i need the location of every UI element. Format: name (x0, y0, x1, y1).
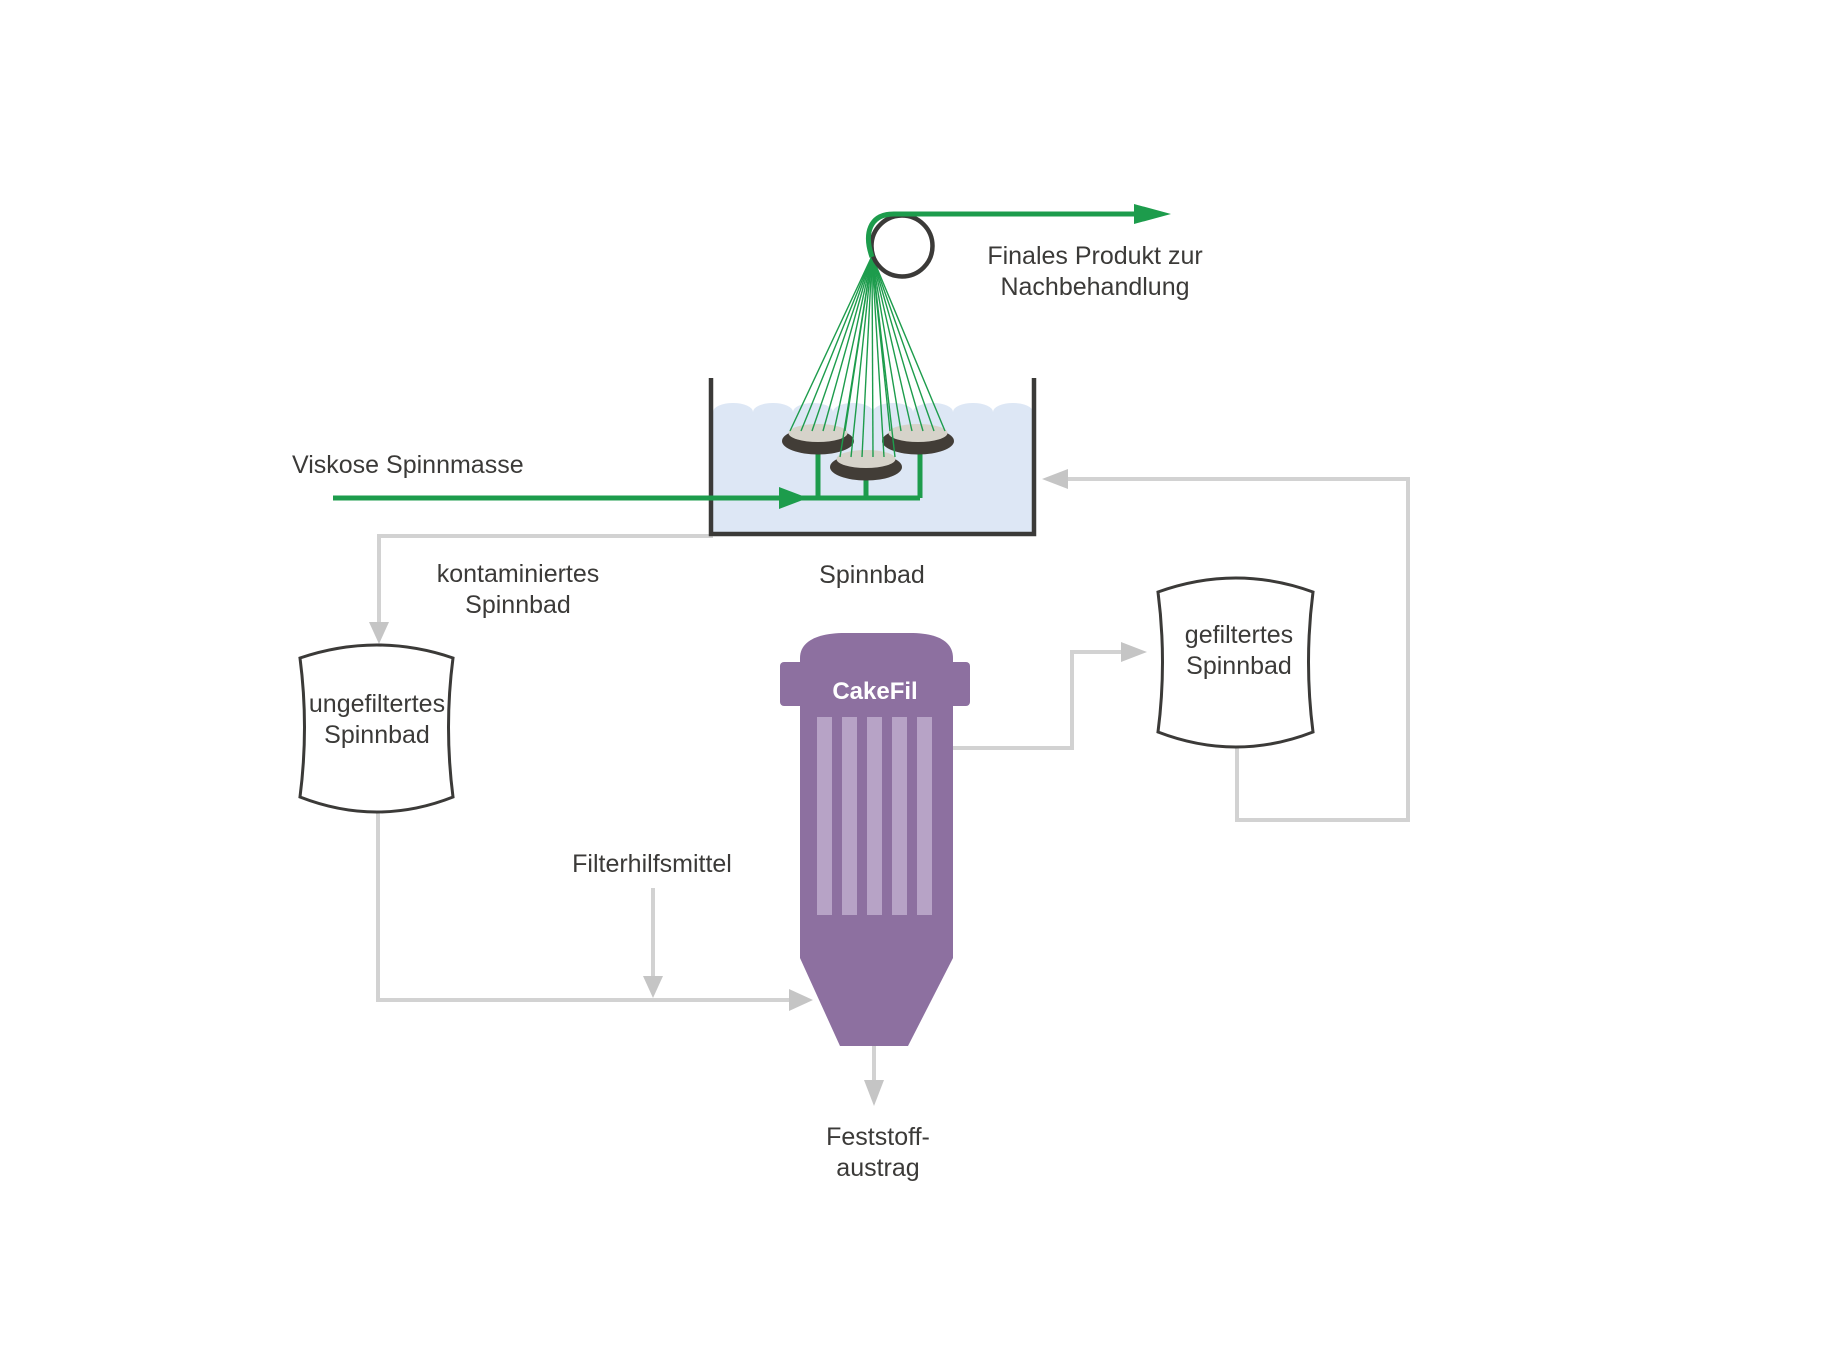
unfiltered-container (298, 643, 455, 814)
filtered-bath-label: gefiltertes Spinnbad (1184, 621, 1294, 680)
return-loop-arrowhead (1042, 469, 1068, 489)
unfiltered-feed-line (376, 813, 790, 1002)
final-product-line (866, 211, 1134, 258)
return-loop-arrow (1042, 469, 1410, 822)
filtered-container (1156, 576, 1315, 749)
contaminated-bath-label: kontaminiertes Spinnbad (436, 560, 600, 619)
filter-outlet-line (953, 650, 1122, 750)
spinneret-left (782, 424, 854, 455)
spinneret-face (788, 424, 848, 442)
unfiltered-feed-arrowhead (789, 989, 813, 1011)
final-product-arrow (866, 204, 1171, 258)
filter-candles (817, 717, 932, 915)
viscose-feed-arrowhead (779, 487, 808, 509)
spinneret-face (836, 450, 896, 468)
unfiltered-to-filter-arrow (376, 813, 813, 1011)
solids-discharge-arrowhead (864, 1080, 884, 1106)
final-product-label: Finales Produkt zur Nachbehandlung (987, 242, 1203, 301)
return-loop-line (1050, 477, 1410, 822)
viscose-feed-label: Viskose Spinnmasse (292, 451, 524, 479)
solids-discharge-arrow (864, 1046, 884, 1106)
spinneret-manifold (800, 447, 923, 501)
godet-roller (869, 213, 935, 279)
filter-outlet-arrowhead (1121, 642, 1147, 662)
filter-aid-label: Filterhilfsmittel (572, 850, 732, 878)
vessel-flange (780, 662, 970, 706)
filament-fan (789, 255, 946, 458)
filter-aid-arrowhead (643, 976, 663, 998)
contaminated-line-arrow (369, 534, 713, 644)
contaminated-line (377, 534, 713, 624)
unfiltered-bath-label: ungefiltertes Spinnbad (308, 690, 446, 749)
cakefil-label: CakeFil (832, 678, 918, 705)
spinning-bath-label: Spinnbad (819, 561, 925, 589)
final-product-arrowhead (1134, 204, 1171, 224)
contaminated-arrowhead (369, 622, 389, 644)
filter-aid-arrow (643, 888, 663, 998)
tank-walls (708, 378, 1037, 537)
spinneret-face (888, 424, 948, 442)
viscose-feed-arrow (333, 447, 923, 509)
cakefil-vessel (780, 633, 970, 1046)
filter-outlet-arrow (953, 642, 1147, 750)
solids-discharge-label: Feststoff- austrag (826, 1123, 930, 1182)
